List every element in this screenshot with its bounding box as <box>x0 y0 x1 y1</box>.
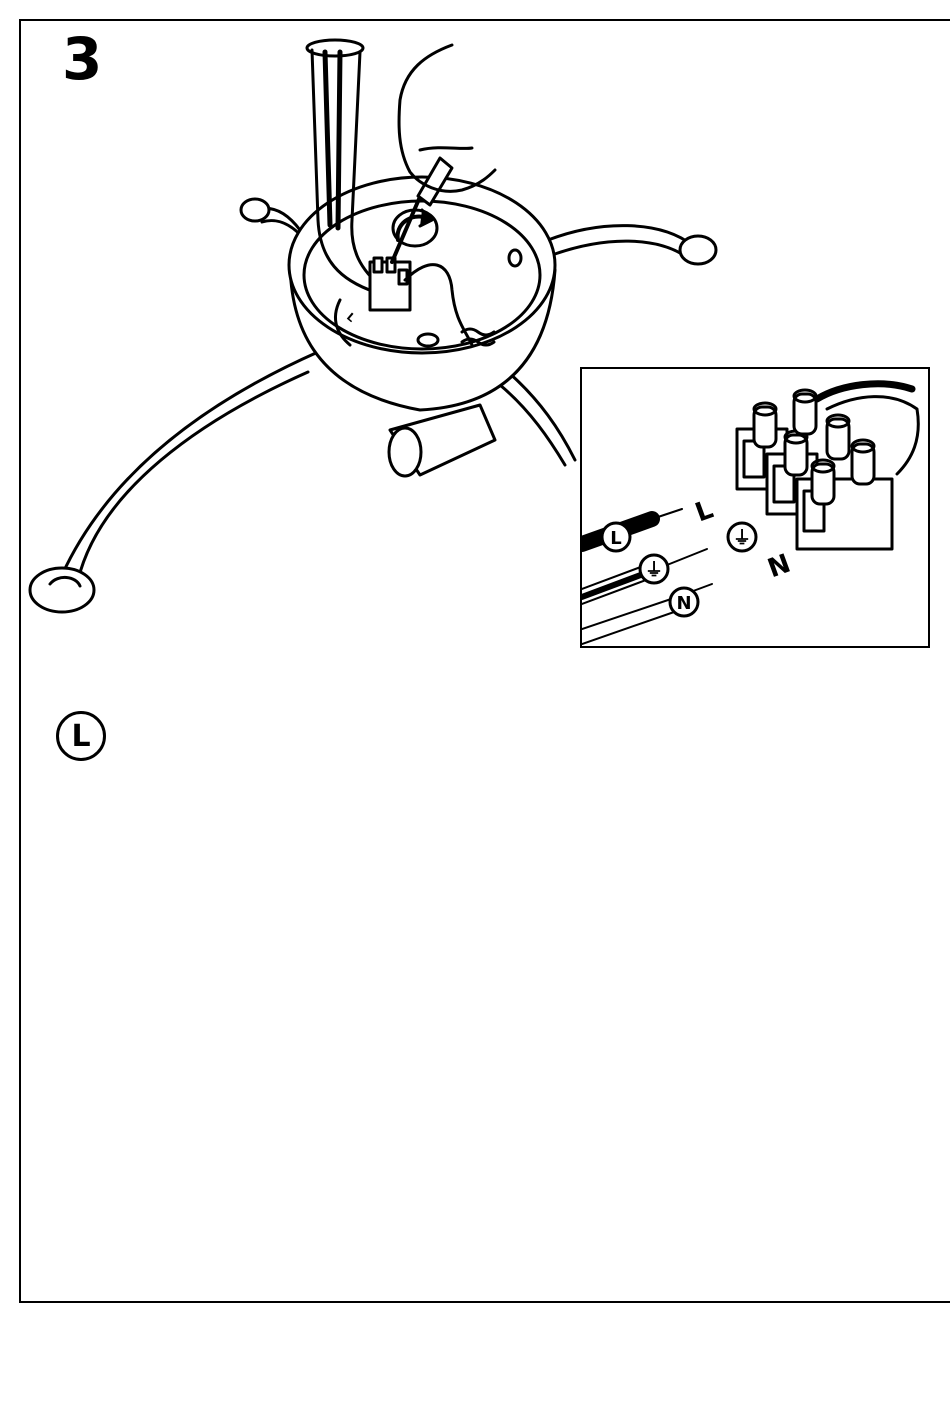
live-wire-label: L <box>610 528 621 549</box>
earth-symbol-icon: ⏚ <box>645 560 663 581</box>
earth-wire-marker: ⏚ <box>640 555 668 583</box>
neutral-wire-marker: N <box>670 588 698 616</box>
live-wire-marker: L <box>602 523 630 551</box>
earth-symbol-icon: ⏚ <box>733 528 751 549</box>
front-right-arm <box>508 372 575 460</box>
terminal-label-neutral: N <box>764 549 795 585</box>
neutral-wire-label: N <box>676 593 691 614</box>
right-foot <box>680 236 716 264</box>
back-left-foot <box>241 199 269 221</box>
cable-entry <box>307 40 363 56</box>
terminal-label-earth: ⏚ <box>728 523 756 551</box>
left-foot <box>30 568 94 612</box>
terminal-block-neutral <box>797 415 892 549</box>
terminal-label-live: L <box>691 495 717 529</box>
wiring-detail-inset: L ⏚ N L ⏚ N <box>580 367 930 648</box>
legend-symbol-l: L <box>56 711 106 761</box>
